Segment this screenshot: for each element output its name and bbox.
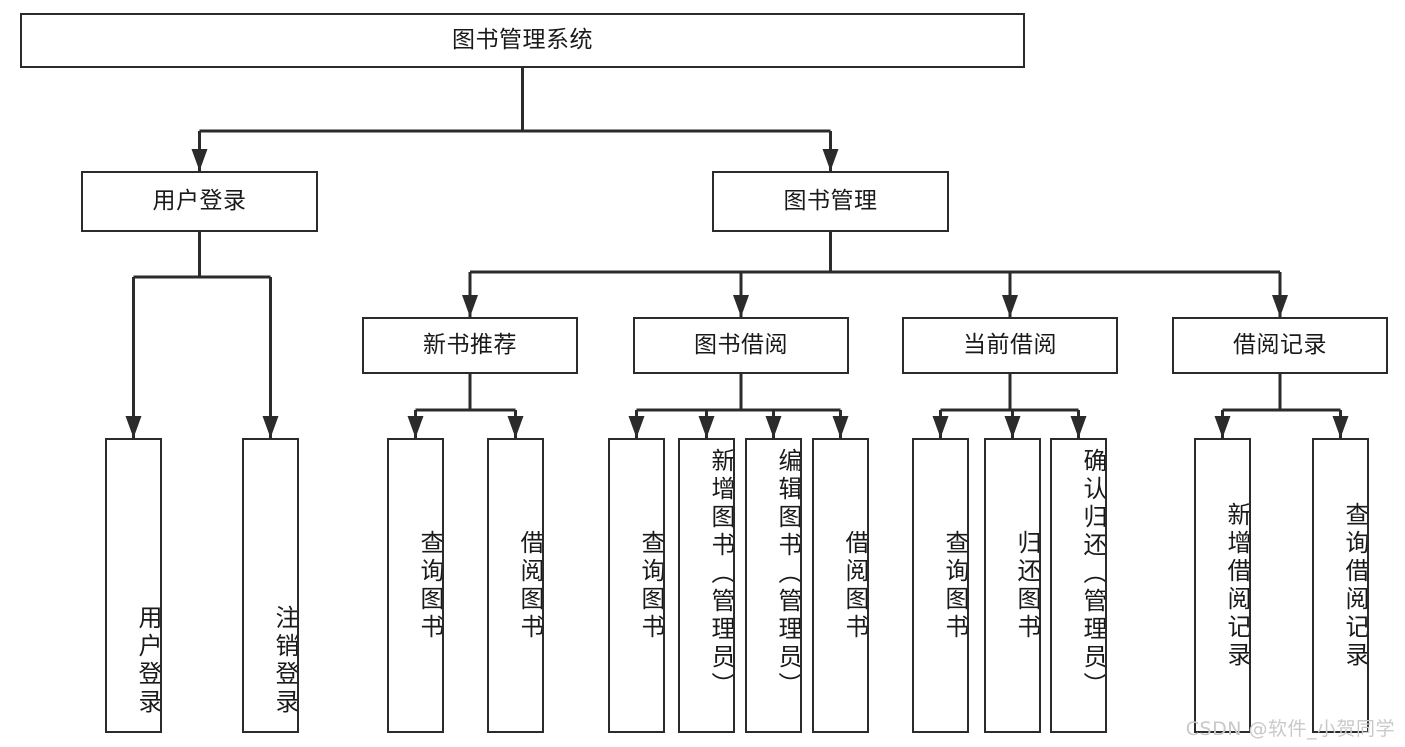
node-leaf-borrow-book-2[interactable]: 借阅图书 <box>812 438 869 733</box>
node-leaf-return-book[interactable]: 归还图书 <box>984 438 1041 733</box>
arrow-head-leaf-confirm-return <box>1070 416 1087 438</box>
arrow-head-leaf-query-record <box>1332 416 1349 438</box>
node-label-leaf-query-book-1: 查询图书 <box>416 529 444 642</box>
arrow-head-leaf-query-book-1 <box>407 416 424 438</box>
node-borrow-record[interactable]: 借阅记录 <box>1172 317 1388 374</box>
node-root[interactable]: 图书管理系统 <box>20 13 1025 68</box>
node-leaf-add-book[interactable]: 新增图书（管理员） <box>678 438 735 733</box>
node-label-leaf-borrow-book-2: 借阅图书 <box>841 529 869 642</box>
node-current-borrow[interactable]: 当前借阅 <box>902 317 1118 374</box>
node-user-login[interactable]: 用户登录 <box>81 171 318 232</box>
node-leaf-query-book-2[interactable]: 查询图书 <box>608 438 665 733</box>
arrow-head-new-book-rec <box>462 295 478 317</box>
node-leaf-user-logout[interactable]: 注销登录 <box>242 438 299 733</box>
node-leaf-borrow-book-1[interactable]: 借阅图书 <box>487 438 544 733</box>
node-label-leaf-edit-book: 编辑图书（管理员） <box>774 448 802 700</box>
node-label-leaf-confirm-return: 确认归还（管理员） <box>1079 448 1107 700</box>
arrow-head-leaf-borrow-book-1 <box>507 416 524 438</box>
node-leaf-query-record[interactable]: 查询借阅记录 <box>1312 438 1369 733</box>
node-label-leaf-borrow-book-1: 借阅图书 <box>516 529 544 642</box>
arrow-head-leaf-edit-book <box>765 416 782 438</box>
node-book-borrow[interactable]: 图书借阅 <box>633 317 849 374</box>
arrow-head-leaf-add-record <box>1214 416 1231 438</box>
arrow-head-leaf-add-book <box>698 416 715 438</box>
node-label-root: 图书管理系统 <box>452 26 593 53</box>
node-label-book-manage: 图书管理 <box>783 187 878 214</box>
node-leaf-query-book-1[interactable]: 查询图书 <box>387 438 444 733</box>
node-label-leaf-user-login: 用户登录 <box>134 605 162 717</box>
arrow-head-book-manage <box>822 149 839 171</box>
node-label-new-book-rec: 新书推荐 <box>423 331 517 358</box>
arrow-head-book-borrow <box>733 295 749 317</box>
arrow-head-user-login <box>191 149 208 171</box>
arrow-head-leaf-query-book-3 <box>932 416 949 438</box>
node-label-current-borrow: 当前借阅 <box>963 331 1057 358</box>
arrow-head-borrow-record <box>1272 295 1288 317</box>
node-leaf-add-record[interactable]: 新增借阅记录 <box>1194 438 1251 733</box>
node-label-leaf-query-book-3: 查询图书 <box>941 529 969 642</box>
node-label-leaf-user-logout: 注销登录 <box>271 605 299 717</box>
arrow-head-leaf-borrow-book-2 <box>832 416 849 438</box>
node-label-borrow-record: 借阅记录 <box>1233 331 1327 358</box>
arrow-head-current-borrow <box>1002 295 1018 317</box>
arrow-head-leaf-user-logout <box>262 416 279 438</box>
node-label-leaf-query-book-2: 查询图书 <box>637 529 665 642</box>
node-label-leaf-add-record: 新增借阅记录 <box>1223 501 1251 670</box>
csdn-watermark: CSDN @软件_小贺同学 <box>1185 718 1395 740</box>
arrow-head-leaf-user-login <box>125 416 142 438</box>
arrow-head-leaf-query-book-2 <box>628 416 645 438</box>
node-leaf-user-login[interactable]: 用户登录 <box>105 438 162 733</box>
node-label-leaf-add-book: 新增图书（管理员） <box>707 448 735 700</box>
node-new-book-rec[interactable]: 新书推荐 <box>362 317 578 374</box>
node-label-leaf-return-book: 归还图书 <box>1013 529 1041 642</box>
node-label-user-login: 用户登录 <box>152 187 247 214</box>
node-label-book-borrow: 图书借阅 <box>694 331 788 358</box>
node-leaf-edit-book[interactable]: 编辑图书（管理员） <box>745 438 802 733</box>
node-leaf-query-book-3[interactable]: 查询图书 <box>912 438 969 733</box>
node-book-manage[interactable]: 图书管理 <box>712 171 949 232</box>
node-leaf-confirm-return[interactable]: 确认归还（管理员） <box>1050 438 1107 733</box>
arrow-head-leaf-return-book <box>1004 416 1021 438</box>
node-label-leaf-query-record: 查询借阅记录 <box>1341 501 1369 670</box>
